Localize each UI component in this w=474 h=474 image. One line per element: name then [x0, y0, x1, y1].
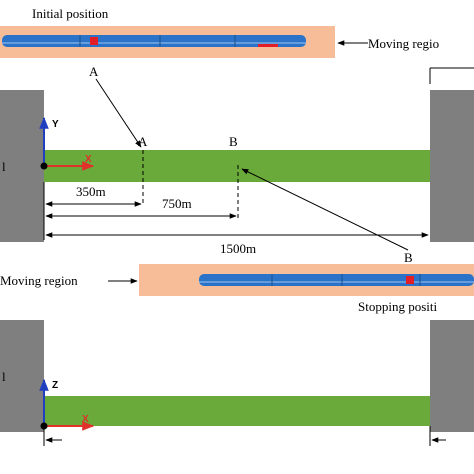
wall-right-bottom: [430, 320, 474, 432]
wall-right-top: [430, 90, 474, 242]
marker-a-initial: [90, 37, 98, 45]
dim-750-label: 750m: [162, 196, 192, 211]
point-a-upper-label: A: [89, 64, 99, 79]
point-b-label: B: [229, 134, 238, 149]
marker-b-stopping: [406, 276, 414, 284]
connector-b: [241, 168, 409, 251]
wall-left-bottom: [0, 320, 44, 432]
moving-region-bottom-label: Moving region: [0, 273, 78, 288]
point-b-lower-label: B: [404, 250, 413, 265]
wall-left-top: [0, 90, 44, 242]
moving-region-top-label: Moving regio: [368, 36, 439, 51]
track-bottom: [44, 396, 430, 426]
train-top: [2, 35, 306, 47]
dim-1500-label: 1500m: [220, 241, 256, 256]
origin-top: [40, 162, 48, 170]
stopping-position-label: Stopping positi: [358, 299, 437, 314]
wall-left-top-label: l: [2, 159, 6, 174]
axis-x-top-label: X: [85, 154, 92, 165]
initial-position-label: Initial position: [32, 6, 109, 21]
axis-z-label: Z: [52, 380, 58, 391]
axis-x-bottom-label: X: [82, 414, 89, 425]
wall-left-bottom-label: l: [2, 369, 6, 384]
point-a-label: A: [138, 134, 148, 149]
dim-350-label: 350m: [76, 184, 106, 199]
track-top: [44, 150, 430, 182]
connector-a: [95, 78, 142, 148]
train-bottom: [199, 274, 474, 286]
axis-y-label: Y: [52, 119, 59, 130]
